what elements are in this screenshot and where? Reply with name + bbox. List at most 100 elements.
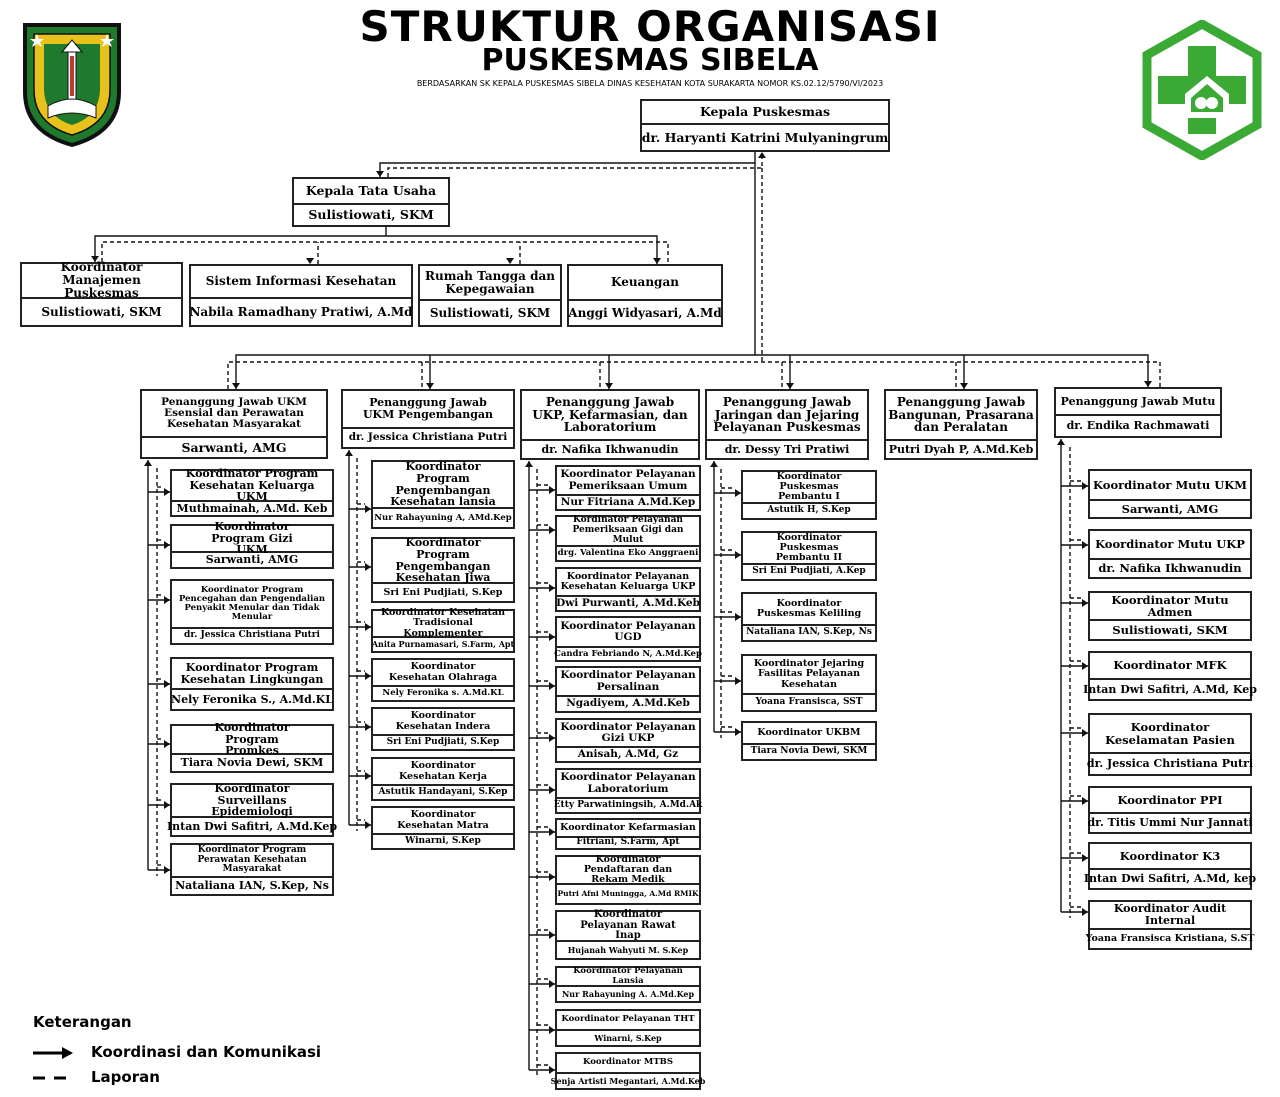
coordinator-name: Intan Dwi Safitri, A.Md, Kep xyxy=(1083,682,1257,696)
admin-unit-box: Sistem Informasi Kesehatan Nabila Ramadh… xyxy=(189,264,413,327)
coordinator-name: Sarwanti, AMG xyxy=(205,553,299,567)
arrowhead xyxy=(506,258,514,264)
coordinator-box: Koordinator Program Pengembangan Kesehat… xyxy=(371,536,515,603)
arrowhead xyxy=(164,488,170,496)
arrowhead xyxy=(164,596,170,604)
coordinator-name: Winarni, S.Kep xyxy=(594,1032,662,1043)
admin-unit-role: Koordinator Manajemen Puskesmas xyxy=(22,261,181,299)
coordinator-name: Astutik H, S.Kep xyxy=(767,505,851,516)
coordinator-box: Koordinator Program Perawatan Kesehatan … xyxy=(170,843,334,896)
arrowhead xyxy=(365,563,371,571)
coordinator-name: Sulistiowati, SKM xyxy=(1112,622,1228,637)
arrowhead xyxy=(549,1026,555,1034)
coordinator-role: Koordinator Program Promkes xyxy=(172,721,332,757)
coordinator-name: Muthmainah, A.Md. Keb xyxy=(176,501,328,515)
coordinator-name: Yoana Fransisca, SST xyxy=(755,696,863,707)
legend-dashed-label: Laporan xyxy=(91,1068,160,1086)
legend-title: Keterangan xyxy=(33,1013,132,1031)
arrowhead xyxy=(549,682,555,690)
coordinator-role: Koordinator Jejaring Fasilitas Pelayanan… xyxy=(743,656,875,695)
coordinator-box: Koordinator Jejaring Fasilitas Pelayanan… xyxy=(741,654,877,712)
coordinator-name: Putri Afni Muningga, A.Md RMIK xyxy=(557,889,699,899)
page-title: STRUKTUR ORGANISASI xyxy=(359,2,941,51)
admin-unit-box: Rumah Tangga dan Kepegawaian Sulistiowat… xyxy=(418,264,562,327)
report-line xyxy=(387,152,763,177)
admin-role: Kepala Tata Usaha xyxy=(294,179,448,205)
dashed-line-icon xyxy=(33,1076,73,1080)
admin-unit-box: Koordinator Manajemen Puskesmas Sulistio… xyxy=(20,261,183,327)
pj-role: Penanggung Jawab Mutu xyxy=(1056,389,1220,416)
coordinator-role: Koordinator Program Pengembangan Kesehat… xyxy=(373,460,513,509)
coordinator-name: Nataliana IAN, S.Kep, Ns xyxy=(175,879,329,893)
arrowhead xyxy=(735,728,741,736)
solid-arrow-icon xyxy=(33,1047,73,1059)
arrowhead xyxy=(549,786,555,794)
page-subtitle: PUSKESMAS SIBELA xyxy=(481,43,819,78)
coordinator-name: dr. Jessica Christiana Putri xyxy=(184,630,320,641)
arrowhead xyxy=(710,461,718,467)
coordinator-role: Koordinator Mutu UKM xyxy=(1090,471,1250,501)
pj-box: Penanggung Jawab UKM Pengembangan dr. Je… xyxy=(341,389,515,449)
coordinator-name: Sri Eni Pudjiati, S.Kep xyxy=(383,586,503,598)
arrowhead xyxy=(653,258,661,264)
head-box: Kepala Puskesmas dr. Haryanti Katrini Mu… xyxy=(640,99,890,152)
coordinator-role: Koordinator MFK xyxy=(1090,653,1250,680)
arrowhead xyxy=(758,152,766,158)
coordination-line xyxy=(379,152,756,177)
coordinator-name: Tiara Novia Dewi, SKM xyxy=(180,756,324,770)
arrowhead xyxy=(549,873,555,881)
coordinator-name: Dwi Purwanti, A.Md.Keb xyxy=(556,596,700,609)
arrowhead xyxy=(365,623,371,631)
arrowhead xyxy=(164,866,170,874)
coordinator-name: Nur Fitriana A.Md.Kep xyxy=(560,495,696,508)
arrowhead xyxy=(164,740,170,748)
coordinator-name: Sri Eni Pudjiati, S.Kep xyxy=(386,736,500,747)
admin-unit-box: Keuangan Anggi Widyasari, A.Md xyxy=(567,264,723,327)
admin-box: Kepala Tata Usaha Sulistiowati, SKM xyxy=(292,177,450,227)
arrowhead xyxy=(365,821,371,829)
coordinator-role: Koordinator Program Perawatan Kesehatan … xyxy=(172,845,332,878)
admin-unit-name: Sulistiowati, SKM xyxy=(41,304,162,319)
arrowhead xyxy=(376,171,384,177)
coordinator-role: Koordinator Audit Internal xyxy=(1090,902,1250,930)
admin-unit-name: Sulistiowati, SKM xyxy=(429,305,551,320)
arrowhead xyxy=(164,801,170,809)
coordinator-name: Sri Eni Pudjiati, A.Kep xyxy=(752,566,866,577)
coordinator-role: Koordinator Program Kesehatan Keluarga U… xyxy=(172,467,332,503)
coordinator-name: dr. Titis Ummi Nur Jannati xyxy=(1087,816,1253,830)
arrowhead xyxy=(1082,908,1088,916)
pj-role: Penanggung Jawab Jaringan dan Jejaring P… xyxy=(707,391,867,441)
coordinator-box: Koordinator Pelayanan Kesehatan Keluarga… xyxy=(555,567,701,612)
coordinator-role: Koordinator Kesehatan Indera xyxy=(373,709,513,736)
coordinator-name: Candra Febriando N, A.Md.Kep xyxy=(554,648,702,659)
coordinator-name: drg. Valentina Eko Anggraeni xyxy=(557,548,699,559)
admin-unit-role: Rumah Tangga dan Kepegawaian xyxy=(420,266,560,301)
coordinator-name: Nataliana IAN, S.Kep, Ns xyxy=(746,627,872,638)
arrowhead xyxy=(232,383,240,389)
coordinator-role: Koordinator Pelayanan Rawat Inap xyxy=(557,909,699,942)
coordinator-name: Tiara Novia Dewi, SKM xyxy=(750,746,868,757)
coordinator-role: Koordinator Pelayanan Laboratorium xyxy=(557,770,699,799)
coordinator-role: Koordinator K3 xyxy=(1090,844,1250,870)
pj-role: Penanggung Jawab Bangunan, Prasarana dan… xyxy=(886,391,1036,441)
coordinator-role: Koordinator Puskesmas Pembantu I xyxy=(743,471,875,504)
pj-box: Penanggung Jawab UKP, Kefarmasian, dan L… xyxy=(520,389,700,460)
coordinator-role: Koordinator Program Kesehatan Lingkungan xyxy=(172,659,332,690)
coordinator-role: Koordinator Keselamatan Pasien xyxy=(1090,715,1250,754)
arrowhead xyxy=(345,450,353,456)
coordinator-name: Nur Rahayuning A, AMd.Kep xyxy=(374,512,512,523)
